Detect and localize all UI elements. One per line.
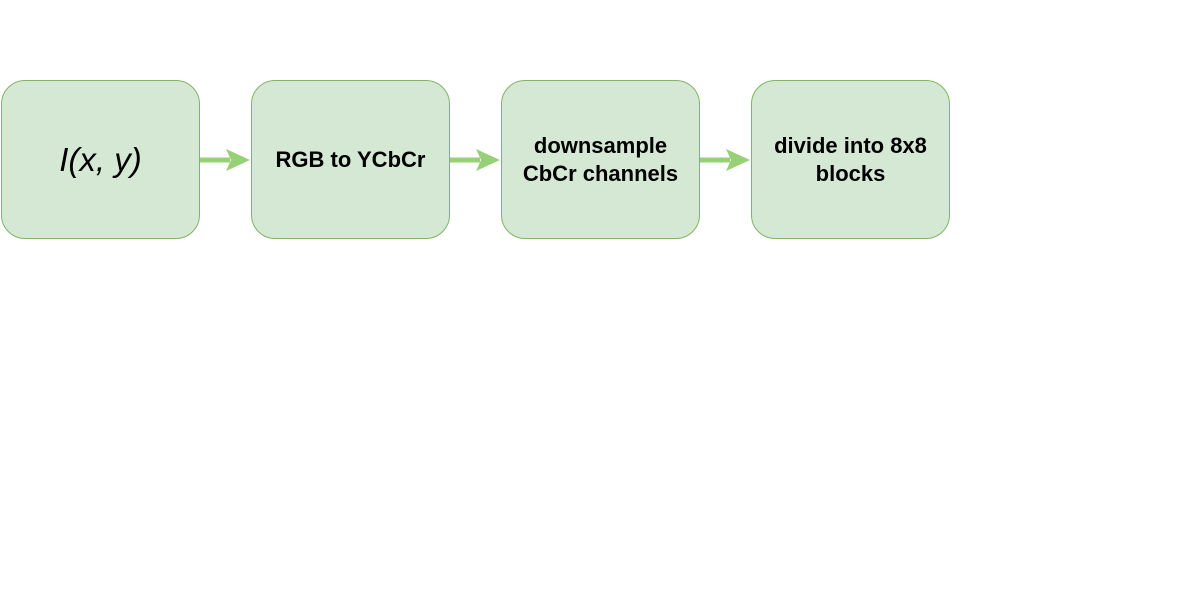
input-image-label: I(x, y)	[59, 140, 142, 178]
divide-blocks-node: divide into 8x8 blocks	[751, 80, 950, 239]
arrow-3-to-4	[700, 149, 750, 171]
downsample-node: downsample CbCr channels	[501, 80, 700, 239]
rgb-to-ycbcr-label: RGB to YCbCr	[275, 146, 426, 172]
downsample-label: downsample CbCr channels	[522, 132, 679, 186]
rgb-to-ycbcr-node: RGB to YCbCr	[251, 80, 450, 239]
divide-blocks-label: divide into 8x8 blocks	[774, 132, 927, 186]
arrow-2-to-3	[450, 149, 500, 171]
arrow-1-to-2	[200, 149, 250, 171]
input-image-node: I(x, y)	[1, 80, 200, 239]
